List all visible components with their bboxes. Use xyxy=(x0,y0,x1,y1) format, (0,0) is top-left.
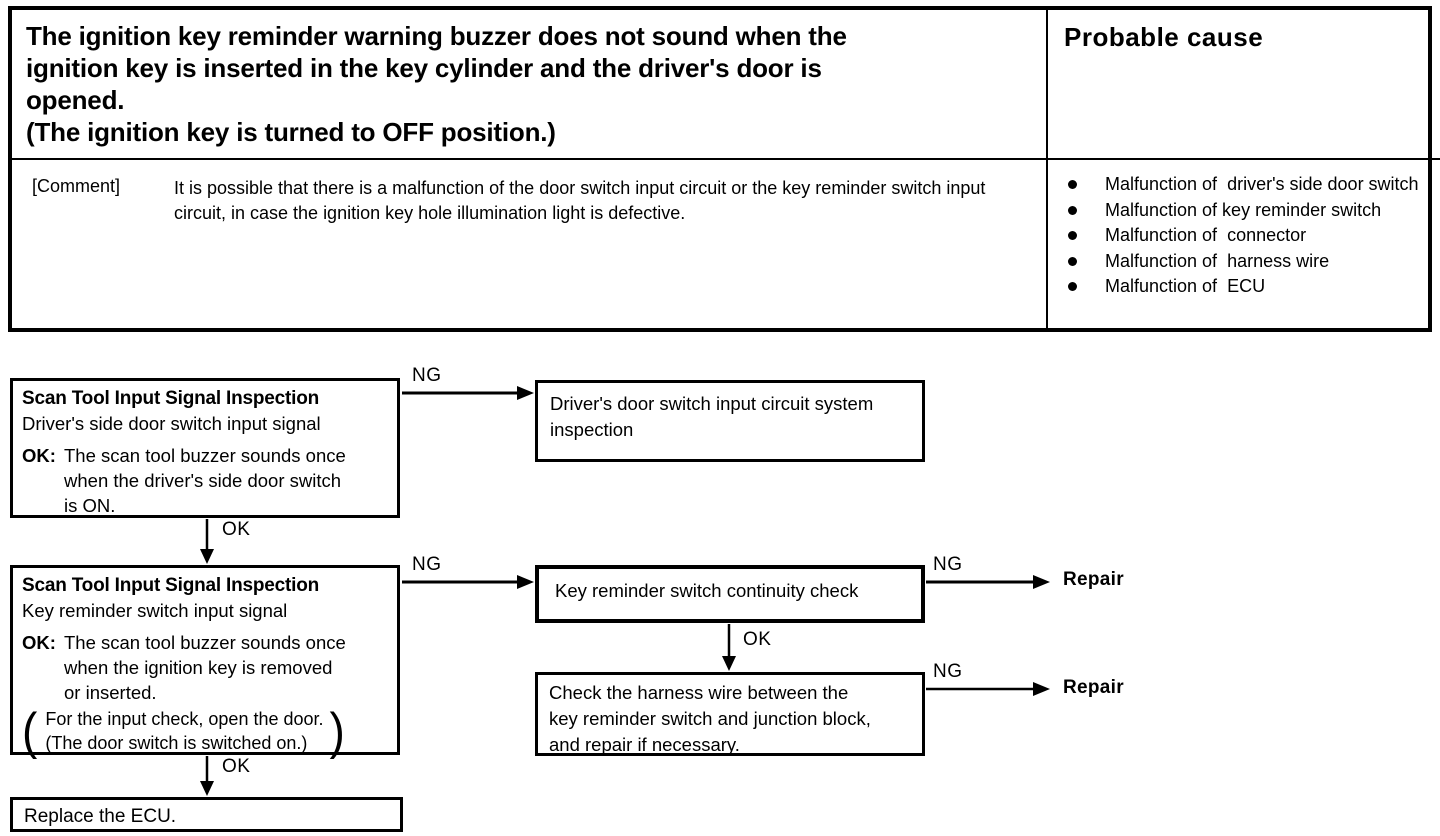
flow-box-title: Scan Tool Input Signal Inspection xyxy=(22,575,320,596)
bullet-icon xyxy=(1068,205,1077,215)
flow-box-text-line: inspection xyxy=(550,419,634,440)
problem-statement-cell: The ignition key reminder warning buzzer… xyxy=(12,10,1048,160)
list-item: Malfunction of key reminder switch xyxy=(1062,198,1435,223)
branch-label-ng: NG xyxy=(933,554,963,575)
parenthetical-note: ( For the input check, open the door. (T… xyxy=(22,702,397,760)
bullet-icon xyxy=(1068,231,1077,240)
flow-box-text-line: Key reminder switch continuity check xyxy=(555,580,859,601)
branch-label-ok: OK xyxy=(743,629,772,650)
branch-label-ok: OK xyxy=(222,756,251,777)
comment-text: It is possible that there is a malfuncti… xyxy=(174,178,986,223)
comment-label: [Comment] xyxy=(32,176,121,196)
ok-criteria-line: The scan tool buzzer sounds once xyxy=(64,445,346,466)
ok-criteria-line: when the ignition key is removed xyxy=(64,657,333,678)
flow-box-check-harness-wire: Check the harness wire between the key r… xyxy=(535,672,925,756)
arrowhead-icon xyxy=(517,575,534,589)
branch-label-ng: NG xyxy=(412,554,442,575)
flow-box-subtitle: Key reminder switch input signal xyxy=(22,600,288,621)
probable-cause-text: Malfunction of driver's side door switch xyxy=(1105,174,1419,194)
arrowhead-icon xyxy=(722,656,736,671)
probable-cause-text: Malfunction of ECU xyxy=(1105,276,1266,296)
problem-statement-line: ignition key is inserted in the key cyli… xyxy=(26,53,822,83)
list-item: Malfunction of ECU xyxy=(1062,274,1435,299)
branch-label-ng: NG xyxy=(933,661,963,682)
ok-criteria-line: is ON. xyxy=(64,495,116,516)
ok-criteria-line: or inserted. xyxy=(64,682,157,703)
flow-box-key-reminder-continuity-check: Key reminder switch continuity check xyxy=(535,565,925,623)
probable-cause-header-cell: Probable cause xyxy=(1048,10,1440,160)
problem-statement-line: The ignition key reminder warning buzzer… xyxy=(26,21,847,51)
parenthetical-line: For the input check, open the door. xyxy=(45,709,324,729)
problem-statement-line: opened. xyxy=(26,85,125,115)
parenthetical-line: (The door switch is switched on.) xyxy=(45,733,308,753)
bullet-icon xyxy=(1068,256,1077,266)
probable-cause-text: Malfunction of connector xyxy=(1105,225,1307,245)
flow-box-text-line: and repair if necessary. xyxy=(549,734,740,755)
branch-label-ng: NG xyxy=(412,365,442,386)
flow-box-scan-tool-door-switch: Scan Tool Input Signal Inspection Driver… xyxy=(10,378,400,518)
flow-box-text-line: Replace the ECU. xyxy=(24,806,177,827)
arrowhead-icon xyxy=(200,781,214,796)
probable-cause-text: Malfunction of key reminder switch xyxy=(1105,199,1382,220)
problem-statement-line: (The ignition key is turned to OFF posit… xyxy=(26,117,556,147)
probable-cause-list-cell: Malfunction of driver's side door switch… xyxy=(1048,160,1440,328)
bullet-icon xyxy=(1068,282,1077,291)
open-paren-glyph: ( xyxy=(22,702,38,760)
ok-criteria-label: OK: xyxy=(22,632,56,653)
list-item: Malfunction of driver's side door switch xyxy=(1062,172,1435,197)
flow-box-subtitle: Driver's side door switch input signal xyxy=(22,413,321,434)
bullet-icon xyxy=(1068,180,1077,189)
flow-box-door-switch-circuit-inspection: Driver's door switch input circuit syste… xyxy=(535,380,925,462)
probable-cause-text: Malfunction of harness wire xyxy=(1105,250,1330,271)
close-paren-glyph: ) xyxy=(329,702,345,760)
ok-criteria-line: The scan tool buzzer sounds once xyxy=(64,632,346,653)
repair-endpoint: Repair xyxy=(1063,677,1124,698)
flow-box-text-line: key reminder switch and junction block, xyxy=(549,708,871,729)
comment-cell: [Comment] It is possible that there is a… xyxy=(12,160,1048,328)
arrowhead-icon xyxy=(517,386,534,400)
ok-criteria-label: OK: xyxy=(22,445,56,466)
ok-criteria-line: when the driver's side door switch xyxy=(64,470,342,491)
arrowhead-icon xyxy=(1033,575,1050,589)
flow-box-scan-tool-key-reminder: Scan Tool Input Signal Inspection Key re… xyxy=(10,565,400,760)
flow-box-title: Scan Tool Input Signal Inspection xyxy=(22,388,320,409)
problem-table: The ignition key reminder warning buzzer… xyxy=(8,6,1440,332)
list-item: Malfunction of harness wire xyxy=(1062,249,1435,274)
list-item: Malfunction of connector xyxy=(1062,223,1435,248)
arrowhead-icon xyxy=(200,549,214,564)
flow-box-replace-ecu: Replace the ECU. xyxy=(10,797,403,832)
branch-label-ok: OK xyxy=(222,519,251,540)
flow-box-text-line: Driver's door switch input circuit syste… xyxy=(550,393,874,414)
probable-cause-header: Probable cause xyxy=(1064,22,1264,52)
arrowhead-icon xyxy=(1033,682,1050,696)
flow-box-text-line: Check the harness wire between the xyxy=(549,682,849,703)
repair-endpoint: Repair xyxy=(1063,569,1124,590)
